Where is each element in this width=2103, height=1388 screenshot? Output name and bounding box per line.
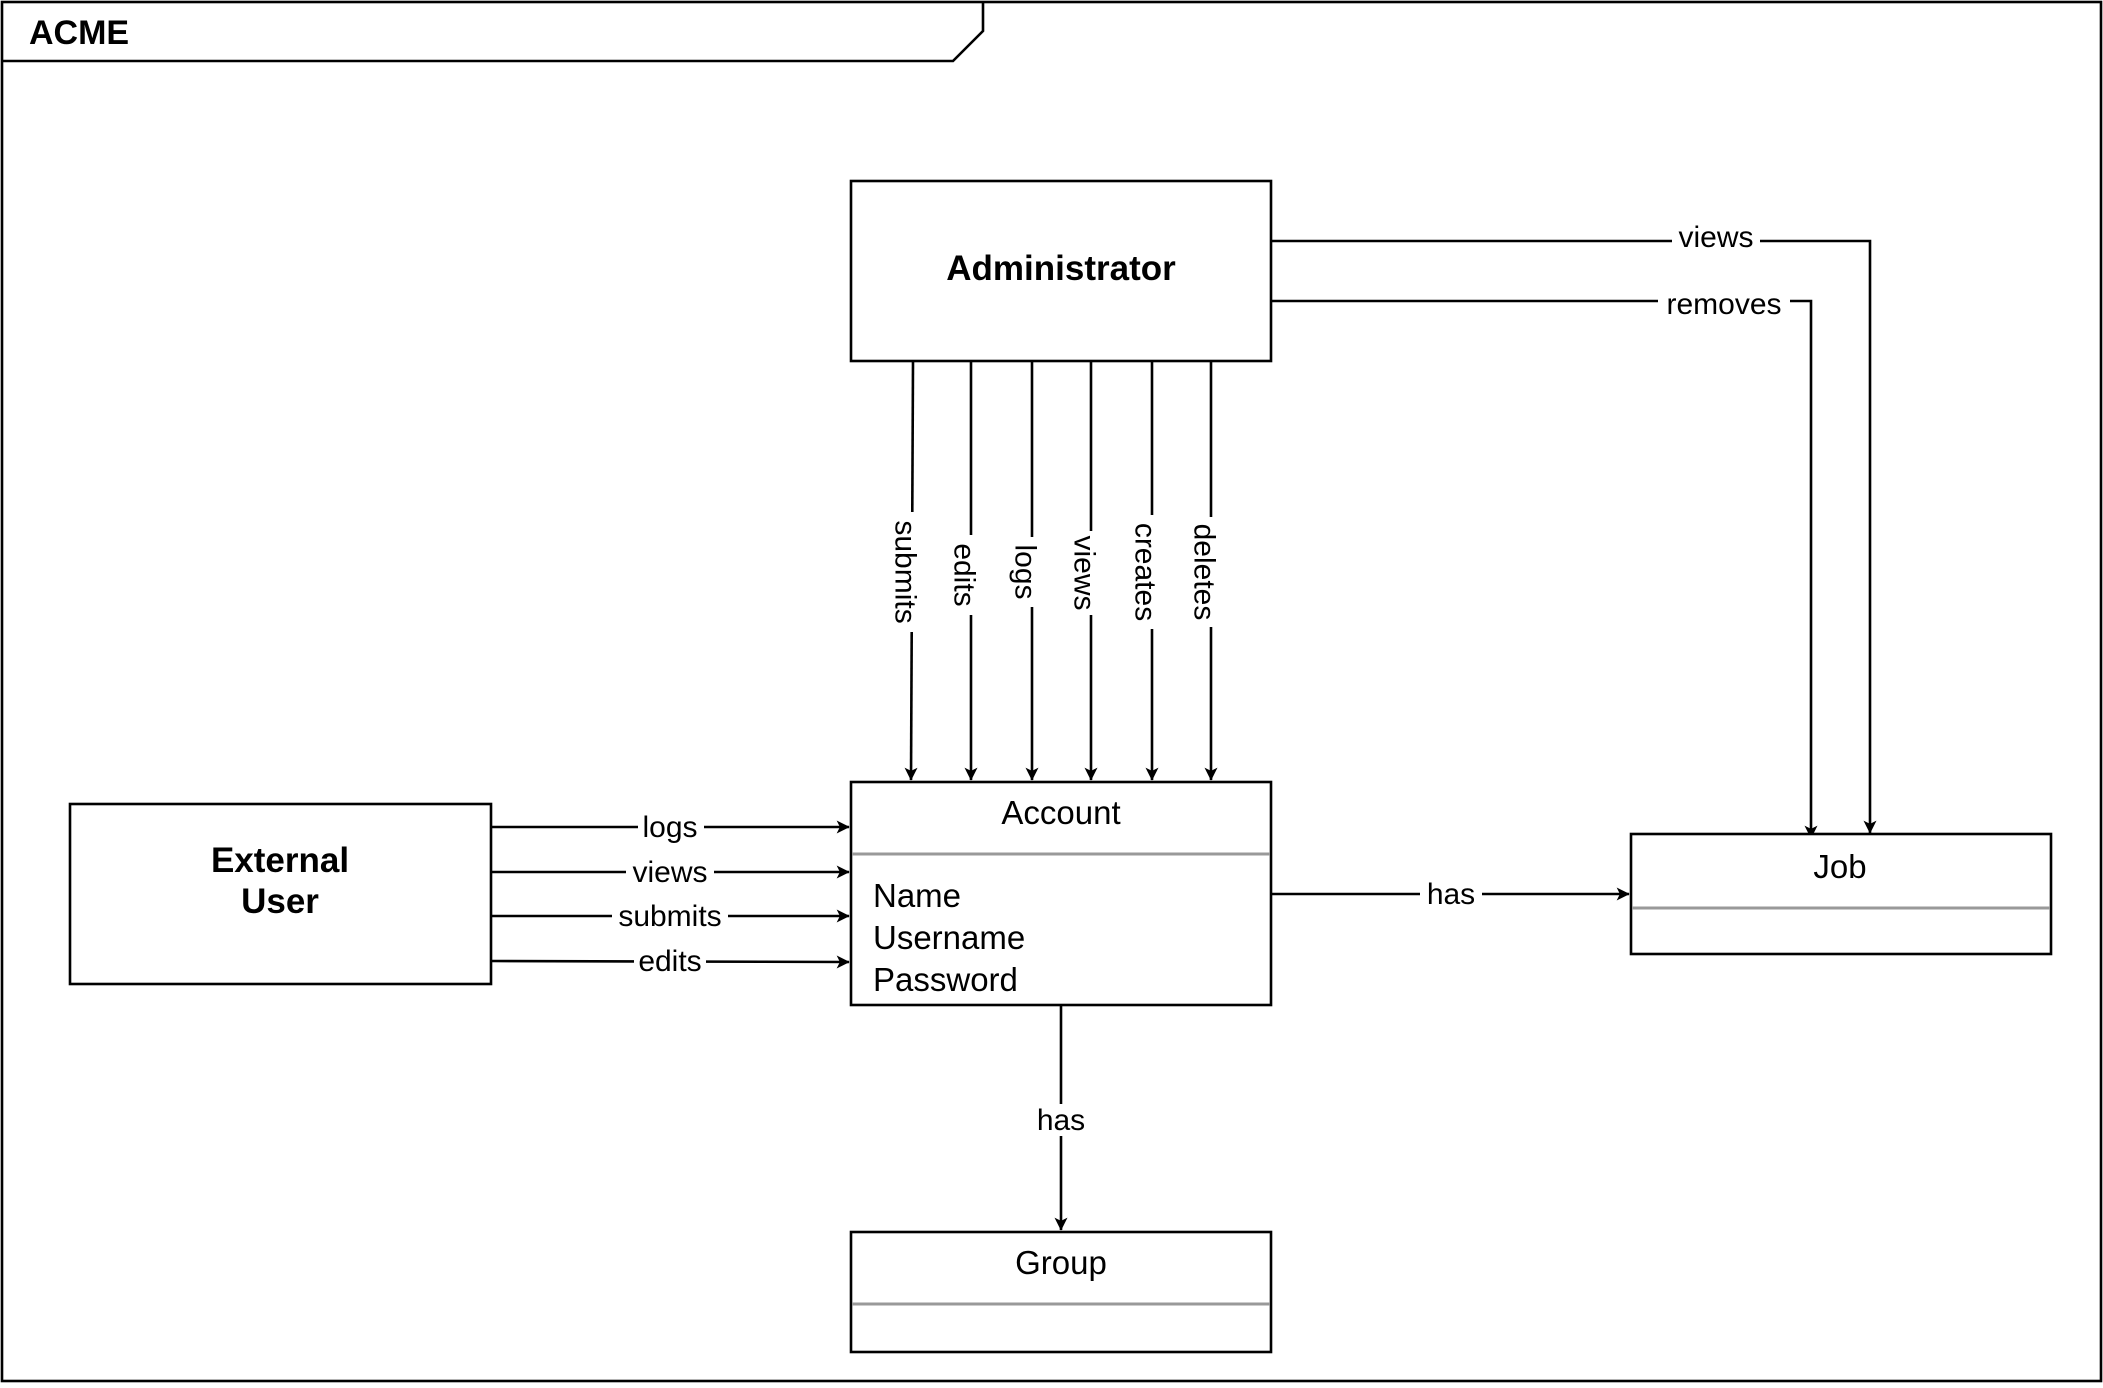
account-box <box>849 780 1273 1007</box>
edge-label-admin-creates: creates <box>1129 523 1162 621</box>
edge-label-account-has-group: has <box>1037 1104 1085 1137</box>
edge-admin-removes-job <box>1271 299 1818 839</box>
edge-label-user-submits: submits <box>618 900 721 933</box>
edge-label-account-has-job: has <box>1427 878 1475 911</box>
edge-label-user-edits: edits <box>638 945 701 978</box>
job-box <box>1629 832 2053 956</box>
edge-label-user-logs: logs <box>642 811 697 844</box>
node-account[interactable]: Account Name Username Password <box>849 780 1273 1007</box>
edge-label-admin-logs: logs <box>1009 544 1042 599</box>
external-user-box <box>68 802 493 986</box>
frame-title: ACME <box>29 14 129 52</box>
account-attribute-username: Username <box>873 919 1025 956</box>
administrator-label: Administrator <box>946 249 1176 288</box>
administrator-box <box>849 179 1273 363</box>
account-title: Account <box>1001 794 1120 831</box>
edge-label-admin-edits-group: edits <box>948 535 981 615</box>
edge-account-to-group-group: has <box>1029 1006 1093 1231</box>
group-box <box>849 1230 1273 1354</box>
edge-label-admin-removes-job: removes <box>1666 288 1781 321</box>
edges-admin-to-account: submits edits logs views creates deletes <box>889 361 1221 781</box>
edge-label-admin-views-job: views <box>1678 221 1753 254</box>
edge-label-admin-submits-group: submits <box>889 512 922 632</box>
job-title: Job <box>1813 848 1866 885</box>
edge-label-admin-views-group: views <box>1068 531 1101 615</box>
edge-label-admin-views: views <box>1068 535 1101 610</box>
edge-label-admin-deletes-group: deletes <box>1188 517 1221 627</box>
node-job[interactable]: Job <box>1629 832 2053 956</box>
edge-label-admin-creates-group: creates <box>1129 515 1162 629</box>
node-group[interactable]: Group <box>849 1230 1273 1354</box>
account-attribute-name: Name <box>873 877 961 914</box>
edge-label-admin-logs-group: logs <box>1009 537 1042 607</box>
edge-label-admin-deletes: deletes <box>1188 524 1221 621</box>
edge-account-to-job-group: has <box>1271 878 1630 911</box>
edge-label-admin-edits: edits <box>948 543 981 606</box>
node-administrator[interactable]: Administrator <box>849 179 1273 363</box>
edge-label-user-views: views <box>632 856 707 889</box>
account-attribute-password: Password <box>873 961 1018 998</box>
external-user-label-line-1: External <box>211 841 349 880</box>
group-title: Group <box>1015 1244 1107 1281</box>
edge-admin-views-job <box>1271 239 1877 834</box>
edges-user-to-account: logs views submits edits <box>490 811 850 978</box>
external-user-label-line-2: User <box>241 882 319 921</box>
node-external-user[interactable]: External User <box>68 802 493 986</box>
edges-admin-to-job: views removes <box>1271 221 1877 839</box>
frame-tab <box>2 2 985 63</box>
edge-label-admin-submits: submits <box>889 520 922 623</box>
